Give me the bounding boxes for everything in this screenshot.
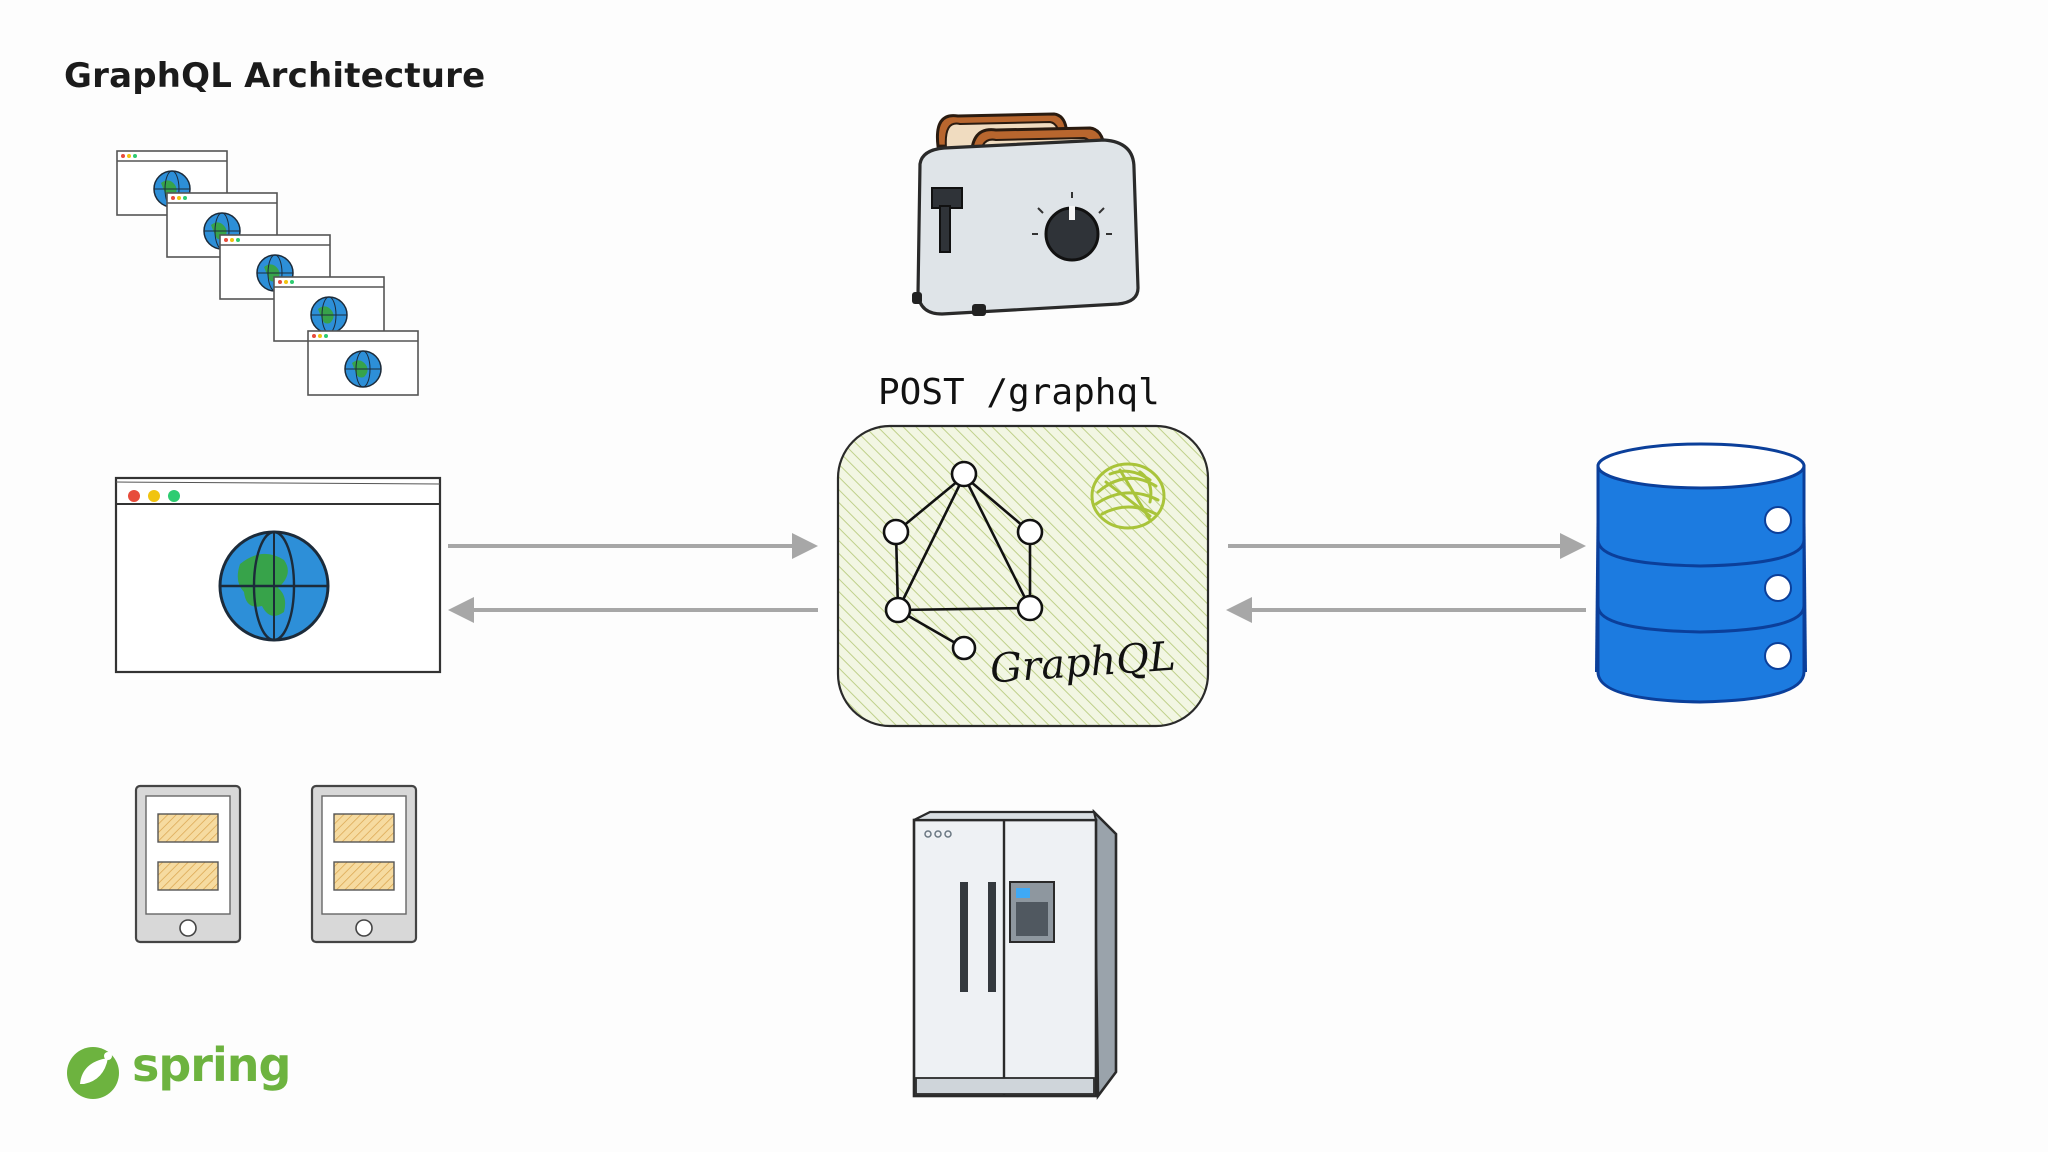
endpoint-label: POST /graphql <box>878 372 1160 413</box>
arrow-head-right <box>792 533 818 559</box>
refrigerator-icon <box>912 808 1118 1100</box>
toaster-icon <box>912 112 1140 316</box>
spring-leaf-scribble-icon <box>1090 462 1166 530</box>
tablet-icon <box>310 784 418 944</box>
arrow-head-left <box>448 597 474 623</box>
database-cylinder-icon <box>1595 442 1807 704</box>
arrow-head-left <box>1226 597 1252 623</box>
graphql-server-panel <box>836 424 1210 728</box>
arrow-head-right <box>1560 533 1586 559</box>
tablet-icon <box>134 784 242 944</box>
spring-leaf-icon <box>67 1047 119 1099</box>
browser-window-globe-icon <box>114 476 442 674</box>
page-title: GraphQL Architecture <box>64 56 486 96</box>
graphql-logo-icon <box>882 460 1044 661</box>
spring-logo-text: spring <box>132 1038 291 1092</box>
